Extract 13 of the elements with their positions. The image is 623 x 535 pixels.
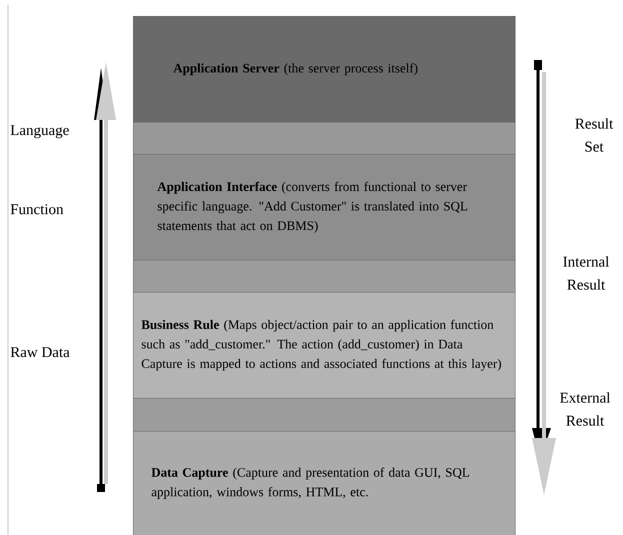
side-label: External Result [560,392,610,426]
separator-band [133,260,516,292]
layer-box: Application Interface (converts from functional to server specific language. "Add Customer" is translated into SQL statements that act on DBMS) [133,154,516,260]
side-label: Function [10,204,64,214]
side-label: Raw Data [10,347,70,358]
layer-box: Data Capture (Capture and presentation of data GUI, SQL application, windows forms, HTML, etc. [133,431,516,535]
side-label: Result Set [575,118,614,152]
side-label: Language [10,125,69,138]
side-label: Internal Result [563,256,610,290]
layer-box: Business Rule (Maps object/action pair to an application function such as "add_customer." The action (add_customer) in Data Capture is mapped to actions and associated functions at this layer) [133,292,516,398]
separator-band [133,122,516,154]
layer-box: Application Server (the server process itself) [133,16,516,122]
separator-band [133,398,516,432]
